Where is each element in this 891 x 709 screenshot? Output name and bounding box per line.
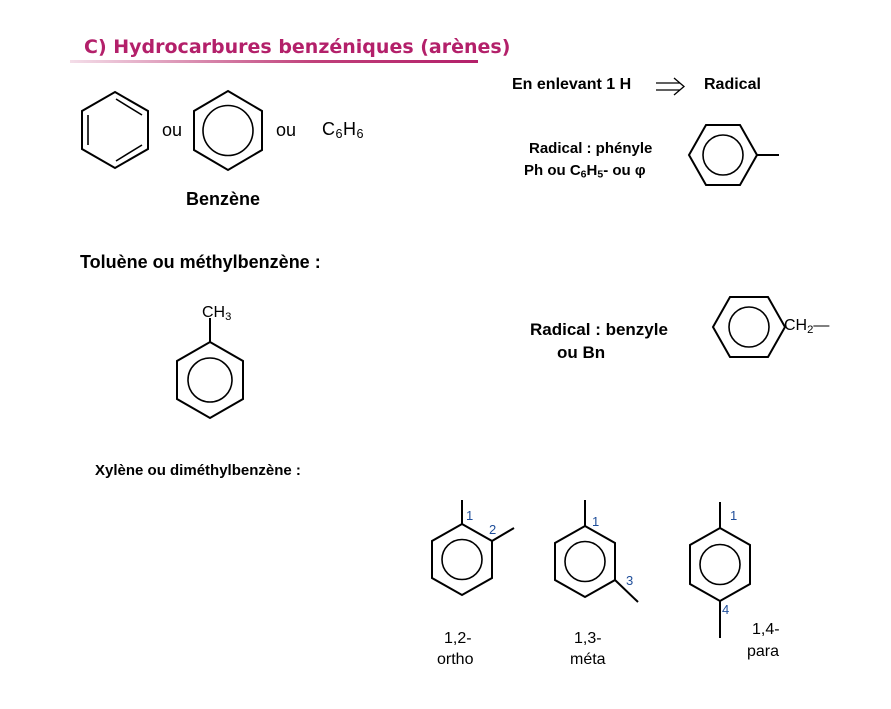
ortho-xylene-structure — [431, 500, 515, 597]
benzyl-group: CH2— — [784, 317, 829, 335]
benzyl-group-sub: 2 — [807, 323, 814, 336]
ortho-number-1: 1 — [466, 508, 474, 523]
toluene-structure — [176, 318, 244, 420]
meta-number-3: 3 — [626, 573, 634, 588]
benzene-formula: C6H6 — [322, 119, 364, 140]
radical-rule-prefix: En enlevant 1 H — [512, 76, 632, 93]
benzyl-line1: Radical : benzyle — [530, 320, 668, 339]
meta-label-1: 1,3- — [574, 630, 602, 647]
para-label-2: para — [747, 643, 780, 660]
benzene-robinson-structure — [193, 89, 263, 172]
benzene-kekule-structure — [81, 90, 149, 170]
toluene-methyl-sub: 3 — [225, 310, 232, 323]
toluene-methyl: CH3 — [202, 304, 231, 322]
toluene-methyl-ch: CH — [202, 304, 226, 321]
benzyl-line2: ou Bn — [557, 343, 606, 362]
para-xylene-structure — [689, 502, 751, 638]
benzene-label: Benzène — [186, 189, 261, 209]
phenyl-line2-sub2: 5 — [597, 168, 604, 181]
toluene-heading: Toluène ou méthylbenzène : — [80, 252, 321, 272]
phenyl-radical-structure — [687, 124, 779, 186]
meta-number-1: 1 — [592, 514, 600, 529]
phenyl-line2-sub1: 6 — [580, 168, 587, 181]
implies-arrow-icon — [656, 77, 686, 96]
section-title: C) Hydrocarbures benzéniques (arènes) — [84, 36, 511, 58]
meta-label-2: méta — [570, 651, 606, 668]
ortho-number-2: 2 — [489, 522, 497, 537]
formula-c-sub: 6 — [335, 127, 344, 142]
formula-h-sub: 6 — [356, 127, 365, 142]
formula-c: C — [322, 119, 336, 139]
phenyl-line2-a: Ph ou C — [524, 162, 581, 179]
title-underline — [70, 60, 478, 63]
benzene-or-1: ou — [162, 120, 183, 140]
benzyl-group-bond: — — [813, 317, 830, 334]
phenyl-line2: Ph ou C6H5- ou φ — [524, 162, 646, 181]
benzyl-radical-structure — [711, 296, 787, 358]
para-label-1: 1,4- — [752, 621, 780, 638]
benzene-or-2: ou — [276, 120, 297, 140]
meta-xylene-structure — [554, 500, 639, 603]
formula-h: H — [343, 119, 357, 139]
ortho-label-1: 1,2- — [444, 630, 472, 647]
xylene-heading: Xylène ou diméthylbenzène : — [95, 462, 301, 479]
phenyl-line2-c: - ou φ — [603, 162, 646, 179]
phenyl-line2-b: H — [586, 162, 598, 179]
phenyl-line1: Radical : phényle — [529, 140, 653, 157]
benzyl-group-ch: CH — [784, 317, 808, 334]
para-number-4: 4 — [722, 602, 730, 617]
para-number-1: 1 — [730, 508, 738, 523]
ortho-label-2: ortho — [437, 651, 474, 668]
radical-rule-result: Radical — [704, 76, 761, 93]
